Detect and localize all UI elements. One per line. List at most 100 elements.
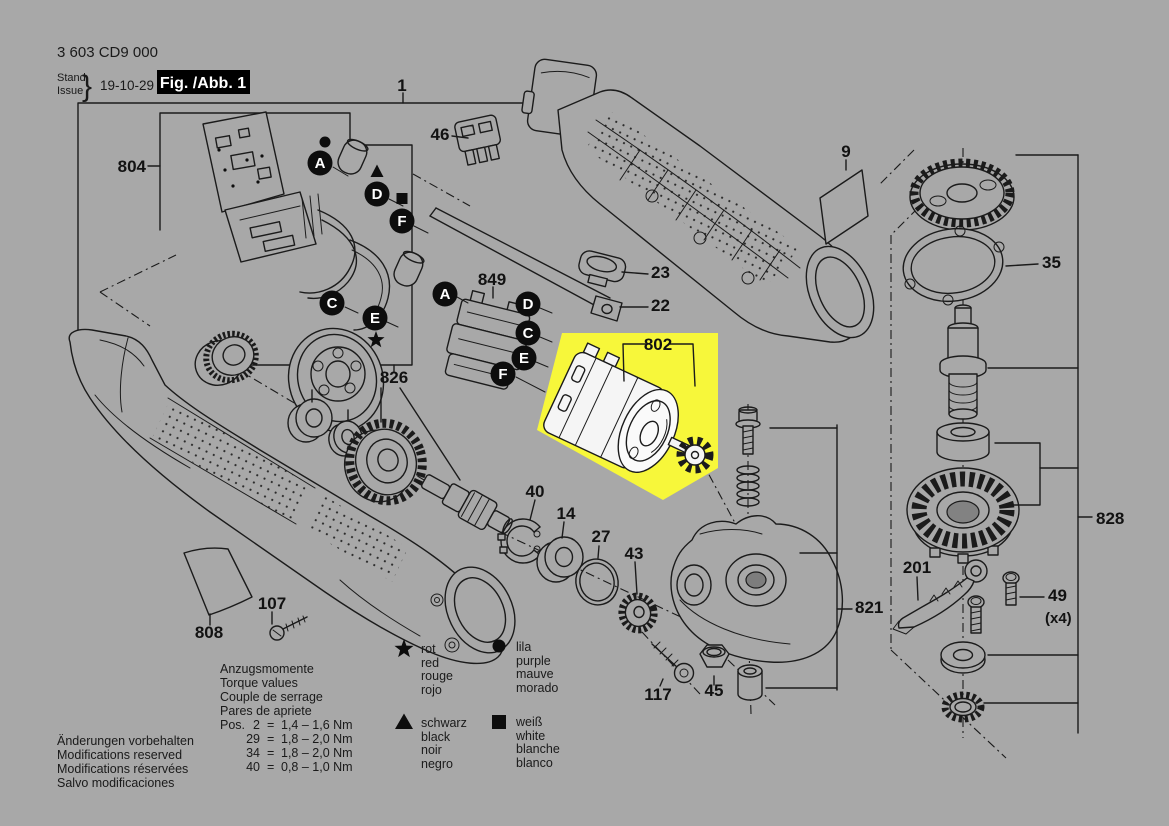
connector-part-46[interactable] <box>454 114 504 166</box>
svg-text:Änderungen vorbehalten: Änderungen vorbehalten <box>57 734 194 748</box>
svg-text:E: E <box>370 310 380 327</box>
svg-text:lila: lila <box>516 640 531 654</box>
legend-square-icon <box>492 715 506 729</box>
part-label-849[interactable]: 849 <box>478 270 506 289</box>
figure-label: Fig. /Abb. 1 <box>160 75 246 92</box>
svg-text:blanche: blanche <box>516 742 560 756</box>
callout-a1: A <box>307 150 333 176</box>
svg-text:white: white <box>515 729 545 743</box>
part-label-49-qty[interactable]: (x4) <box>1045 610 1072 627</box>
legend-triangle-icon <box>395 713 413 729</box>
part-number-labels: 1 46 9 804 23 22 849 802 826 35 828 40 1… <box>118 76 1125 704</box>
svg-text:blanco: blanco <box>516 756 553 770</box>
svg-text:Salvo modificaciones: Salvo modificaciones <box>57 776 174 790</box>
square-symbol <box>396 193 408 204</box>
torque-table: Anzugsmomente Torque values Couple de se… <box>220 662 353 774</box>
part-label-804[interactable]: 804 <box>118 157 147 176</box>
screw-part-49b <box>968 596 984 633</box>
switch-part-849[interactable] <box>441 288 536 392</box>
callout-f1: F <box>389 208 415 234</box>
brace-glyph: } <box>82 70 92 103</box>
svg-text:rouge: rouge <box>421 669 453 683</box>
gasket-part-35 <box>898 222 1007 307</box>
screw-part-117[interactable] <box>652 642 694 683</box>
part-label-117[interactable]: 117 <box>644 685 671 704</box>
sticker-part-9[interactable] <box>820 170 868 244</box>
bevel-gear-part-43[interactable] <box>618 592 659 634</box>
callout-e2: E <box>511 345 537 371</box>
spring-part[interactable] <box>737 466 759 506</box>
part-label-23[interactable]: 23 <box>651 263 670 282</box>
svg-text:A: A <box>440 286 451 303</box>
part-label-14[interactable]: 14 <box>557 504 576 523</box>
svg-text:0,8 – 1,0 Nm: 0,8 – 1,0 Nm <box>281 760 353 774</box>
part-label-201[interactable]: 201 <box>903 558 931 577</box>
svg-text:negro: negro <box>421 757 453 771</box>
bolt-part[interactable] <box>736 407 760 454</box>
rotor-group-826[interactable] <box>189 316 518 541</box>
part-label-27[interactable]: 27 <box>592 527 611 546</box>
part-label-9[interactable]: 9 <box>841 142 850 161</box>
svg-text:Modifications réservées: Modifications réservées <box>57 762 188 776</box>
svg-text:E: E <box>519 350 529 367</box>
svg-text:Pares de apriete: Pares de apriete <box>220 704 312 718</box>
bushing-part[interactable] <box>738 665 762 700</box>
callout-letters-set2: A D C E F <box>432 281 541 387</box>
sticker-part-808[interactable] <box>184 548 252 615</box>
screw-part-107[interactable] <box>270 616 307 640</box>
svg-text:A: A <box>315 155 326 172</box>
motor-part-802[interactable] <box>541 341 713 491</box>
callout-c1: C <box>319 290 345 316</box>
part-label-22[interactable]: 22 <box>651 296 670 315</box>
part-label-46[interactable]: 46 <box>431 125 450 144</box>
part-label-107[interactable]: 107 <box>258 594 286 613</box>
lever-part-201 <box>893 560 987 634</box>
svg-text:2: 2 <box>253 718 260 732</box>
svg-text:=: = <box>267 718 274 732</box>
part-label-821[interactable]: 821 <box>855 598 883 617</box>
baffle-flange <box>907 468 1019 563</box>
part-label-828[interactable]: 828 <box>1096 509 1124 528</box>
control-board-assembly-804[interactable] <box>203 112 426 330</box>
svg-text:1,8 – 2,0 Nm: 1,8 – 2,0 Nm <box>281 746 353 760</box>
part-label-40[interactable]: 40 <box>526 482 545 501</box>
svg-text:34: 34 <box>246 746 260 760</box>
svg-text:1,8 – 2,0 Nm: 1,8 – 2,0 Nm <box>281 732 353 746</box>
svg-text:black: black <box>421 730 451 744</box>
product-code: 3 603 CD9 000 <box>57 44 158 61</box>
nut-part-45[interactable] <box>700 645 729 667</box>
gear-group-828[interactable] <box>893 163 1019 719</box>
svg-text:rojo: rojo <box>421 683 442 697</box>
modifications-note: Änderungen vorbehalten Modifications res… <box>57 734 194 790</box>
svg-text:purple: purple <box>516 654 551 668</box>
housing-right-part[interactable] <box>519 57 887 348</box>
part-label-808[interactable]: 808 <box>195 623 223 642</box>
callout-d1: D <box>364 181 390 207</box>
screw-part-49a <box>1003 572 1019 605</box>
svg-text:D: D <box>372 186 383 203</box>
spindle-part <box>940 305 986 419</box>
svg-text:morado: morado <box>516 681 558 695</box>
svg-text:29: 29 <box>246 732 260 746</box>
svg-text:schwarz: schwarz <box>421 716 467 730</box>
part-label-802[interactable]: 802 <box>644 335 672 354</box>
part-label-43[interactable]: 43 <box>625 544 644 563</box>
part-label-826[interactable]: 826 <box>380 368 408 387</box>
bullet-symbol <box>319 136 331 148</box>
housing-left-part[interactable] <box>69 330 528 665</box>
part-label-49[interactable]: 49 <box>1048 586 1067 605</box>
svg-text:red: red <box>421 656 439 670</box>
svg-text:Anzugsmomente: Anzugsmomente <box>220 662 314 676</box>
gear-housing-part-821[interactable] <box>671 516 842 663</box>
svg-text:C: C <box>523 325 534 342</box>
svg-text:F: F <box>498 366 507 383</box>
part-label-1[interactable]: 1 <box>397 76 406 95</box>
oring-part-27[interactable] <box>571 554 623 609</box>
svg-text:weiß: weiß <box>515 715 543 729</box>
rod-part-22[interactable] <box>430 208 622 321</box>
part-label-45[interactable]: 45 <box>705 681 724 700</box>
part-label-35[interactable]: 35 <box>1042 253 1061 272</box>
svg-text:noir: noir <box>421 743 442 757</box>
bearing-part-14[interactable] <box>537 537 583 582</box>
